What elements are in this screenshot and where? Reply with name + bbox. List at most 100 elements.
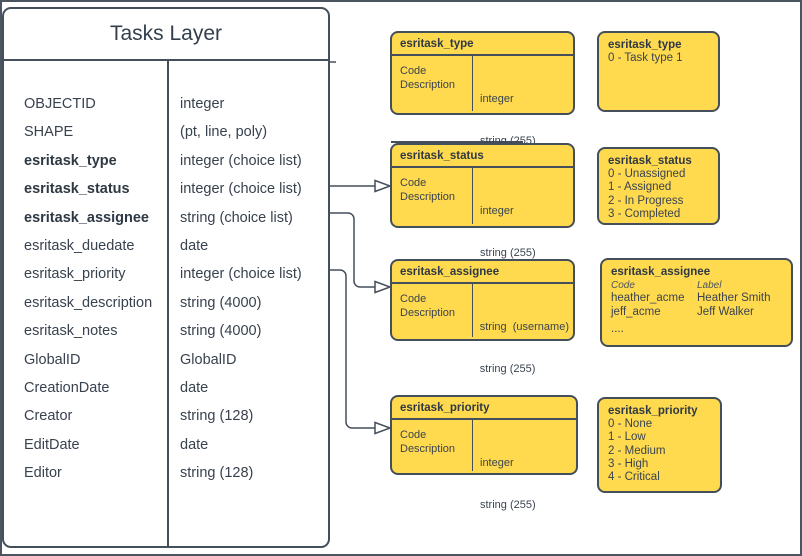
schema-box-esritask-status: esritask_status Code Description integer…: [390, 143, 575, 259]
value-box-title: esritask_priority: [608, 405, 698, 417]
value-box-esritask-status: esritask_status 0 - Unassigned 1 - Assig…: [597, 147, 720, 225]
schema-field: Code: [400, 177, 427, 189]
field-name: esritask_duedate: [24, 237, 135, 254]
schema-box-title: esritask_priority: [392, 397, 576, 420]
schema-type: integer: [480, 205, 514, 217]
column-divider: [167, 61, 169, 546]
table-row: esritask_priority integer (choice list): [4, 260, 328, 288]
label-column-header: Label: [697, 280, 722, 292]
field-type: string (4000): [180, 294, 262, 311]
table-row: esritask_assignee string (choice list): [4, 204, 328, 232]
field-type: integer (choice list): [180, 152, 302, 169]
schema-field: Description: [400, 191, 456, 203]
value-line: 0 - Task type 1: [608, 52, 683, 65]
field-type: integer (choice list): [180, 181, 302, 198]
field-type: integer: [180, 96, 225, 112]
table-row: GlobalID GlobalID: [4, 346, 328, 374]
value-box-esritask-assignee: esritask_assignee Code Label heather_acm…: [600, 258, 793, 347]
field-type: GlobalID: [180, 351, 237, 368]
schema-type: string (username): [479, 321, 569, 333]
assignee-label: Jeff Walker: [697, 305, 754, 318]
arrowhead-assignee: [374, 280, 393, 294]
field-type: date: [180, 237, 209, 254]
field-name: CreationDate: [24, 379, 110, 396]
field-type: (pt, line, poly): [180, 124, 268, 141]
table-row: EditDate date: [4, 431, 328, 459]
schema-box-esritask-priority: esritask_priority Code Description integ…: [390, 395, 578, 511]
field-name: Editor: [24, 465, 62, 482]
value-line: 2 - In Progress: [608, 194, 684, 207]
assignee-code: jeff_acme: [611, 305, 661, 318]
value-box-title: esritask_status: [608, 155, 692, 167]
field-name: Creator: [24, 408, 73, 425]
schema-field: Code: [400, 293, 427, 305]
table-row: esritask_duedate date: [4, 232, 328, 260]
value-line: 3 - Completed: [608, 207, 681, 220]
field-name: EditDate: [24, 436, 80, 453]
assignee-code: heather_acme: [611, 292, 685, 305]
field-name: esritask_notes: [24, 323, 118, 340]
schema-type: integer: [480, 457, 514, 469]
field-name: esritask_description: [24, 294, 153, 311]
schema-field: Code: [400, 65, 427, 77]
value-line: 4 - Critical: [608, 471, 660, 484]
schema-box-title: esritask_status: [392, 145, 573, 168]
field-name: esritask_type: [24, 152, 117, 169]
value-line: 3 - High: [608, 457, 649, 470]
schema-box-title: esritask_type: [392, 33, 573, 56]
field-type: string (choice list): [180, 209, 293, 226]
table-title: Tasks Layer: [4, 9, 328, 61]
arrowhead-priority: [374, 421, 393, 435]
field-name: OBJECTID: [24, 96, 96, 112]
schema-field: Description: [400, 443, 456, 455]
field-name: SHAPE: [24, 124, 74, 141]
value-line: 2 - Medium: [608, 444, 666, 457]
schema-type: string (255): [480, 499, 536, 511]
field-type: string (4000): [180, 323, 262, 340]
field-type: string (128): [180, 465, 254, 482]
table-row: esritask_type integer (choice list): [4, 147, 328, 175]
code-column-header: Code: [611, 280, 635, 292]
schema-type: integer: [480, 93, 514, 105]
schema-box-esritask-assignee: esritask_assignee Code Description strin…: [390, 259, 575, 375]
field-type: integer (choice list): [180, 266, 302, 283]
value-line: 0 - None: [608, 418, 653, 431]
schema-type: string (255): [480, 247, 536, 259]
assignee-more-ellipsis: ....: [611, 322, 624, 335]
value-box-esritask-priority: esritask_priority 0 - None 1 - Low 2 - M…: [597, 397, 722, 493]
table-row: esritask_notes string (4000): [4, 317, 328, 345]
schema-box-esritask-type: esritask_type Code Description integer s…: [390, 31, 575, 147]
schema-field: Description: [400, 79, 456, 91]
tasks-layer-table: Tasks Layer OBJECTID integer SHAPE (pt, li…: [2, 7, 330, 548]
field-type: date: [180, 379, 209, 396]
table-row: OBJECTID integer: [4, 90, 328, 118]
field-type: string (128): [180, 408, 254, 425]
schema-box-title: esritask_assignee: [392, 261, 573, 284]
field-name: esritask_assignee: [24, 209, 149, 226]
connector-assignee: [330, 212, 375, 288]
value-line: 1 - Assigned: [608, 181, 672, 194]
value-box-esritask-type: esritask_type 0 - Task type 1: [597, 31, 720, 112]
table-row: Editor string (128): [4, 459, 328, 487]
value-line: 0 - Unassigned: [608, 168, 686, 181]
table-row: esritask_description string (4000): [4, 289, 328, 317]
field-type: date: [180, 436, 209, 453]
table-row: esritask_status integer (choice list): [4, 175, 328, 203]
value-line: 1 - Low: [608, 431, 646, 444]
table-row: Creator string (128): [4, 402, 328, 430]
value-box-title: esritask_assignee: [611, 266, 711, 278]
schema-type: string (255): [479, 363, 536, 375]
connector-priority: [330, 269, 375, 429]
table-body: OBJECTID integer SHAPE (pt, line, poly) es…: [4, 61, 328, 546]
schema-field: Code: [400, 429, 427, 441]
table-row: SHAPE (pt, line, poly): [4, 118, 328, 146]
table-row: CreationDate date: [4, 374, 328, 402]
arrowhead-status: [374, 179, 393, 193]
field-name: GlobalID: [24, 351, 81, 368]
field-name: esritask_status: [24, 181, 130, 198]
value-box-title: esritask_type: [608, 39, 682, 51]
field-name: esritask_priority: [24, 266, 126, 283]
assignee-label: Heather Smith: [697, 292, 771, 305]
